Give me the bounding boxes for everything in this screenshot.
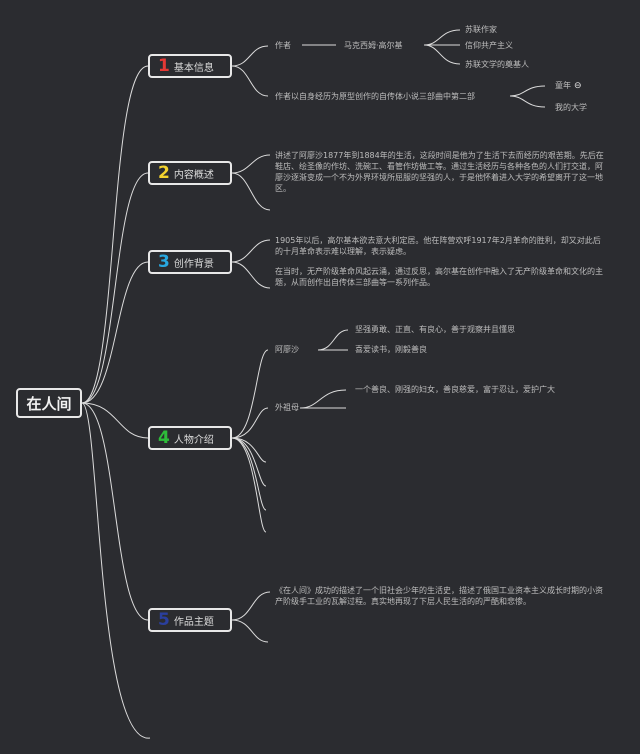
author-trait: 苏联作家 — [465, 25, 497, 34]
author-trait: 信仰共产主义 — [465, 41, 513, 50]
node-basic-info[interactable]: 1 基本信息 — [148, 54, 232, 78]
node-theme[interactable]: 5 作品主题 — [148, 608, 232, 632]
number-badge: 4 — [158, 427, 170, 448]
character-name: 阿廖沙 — [275, 345, 299, 354]
node-characters[interactable]: 4 人物介绍 — [148, 426, 232, 450]
node-creation-background[interactable]: 3 创作背景 — [148, 250, 232, 274]
number-badge: 3 — [158, 251, 170, 272]
author-label: 作者 — [275, 41, 291, 50]
trilogy-part: 童年⊖ — [555, 81, 582, 91]
node-label: 创作背景 — [173, 258, 214, 270]
root-label: 在人间 — [26, 394, 72, 413]
root-node[interactable]: 在人间 — [16, 388, 82, 418]
link-icon[interactable]: ⊖ — [574, 81, 582, 91]
author-name: 马克西姆·高尔基 — [344, 41, 403, 50]
character-trait: 一个善良、刚强的妇女，善良慈爱，富于忍让，爱护广大 — [355, 385, 555, 394]
node-label: 作品主题 — [173, 616, 214, 628]
summary-text: 讲述了阿廖沙1877年到1884年的生活，这段时间是他为了生活下去而经历的艰苦期… — [275, 151, 604, 193]
node-label: 基本信息 — [173, 62, 214, 74]
number-badge: 5 — [158, 609, 170, 630]
character-trait: 喜爱读书，刚毅善良 — [355, 345, 427, 354]
node-content-summary[interactable]: 2 内容概述 — [148, 161, 232, 185]
node-label: 内容概述 — [173, 169, 214, 181]
character-trait: 坚强勇敢、正直、有良心，善于观察并且懂思 — [355, 325, 515, 334]
background-paragraph: 1905年以后，高尔基本欲去意大利定居。他在阵营欢呼1917年2月革命的胜利，却… — [275, 236, 601, 256]
number-badge: 1 — [158, 55, 170, 76]
work-description: 作者以自身经历为原型创作的自传体小说三部曲中第二部 — [275, 92, 475, 101]
author-trait: 苏联文学的奠基人 — [465, 60, 529, 69]
character-name: 外祖母 — [275, 403, 299, 412]
background-paragraph: 在当时，无产阶级革命风起云涌，通过反思，高尔基在创作中融入了无产阶级革命和文化的… — [275, 267, 603, 287]
trilogy-part: 我的大学 — [555, 103, 587, 112]
theme-text: 《在人间》成功的描述了一个旧社会少年的生活史，描述了俄国工业资本主义成长时期的小… — [275, 586, 603, 606]
node-label: 人物介绍 — [173, 434, 214, 446]
number-badge: 2 — [158, 162, 170, 183]
